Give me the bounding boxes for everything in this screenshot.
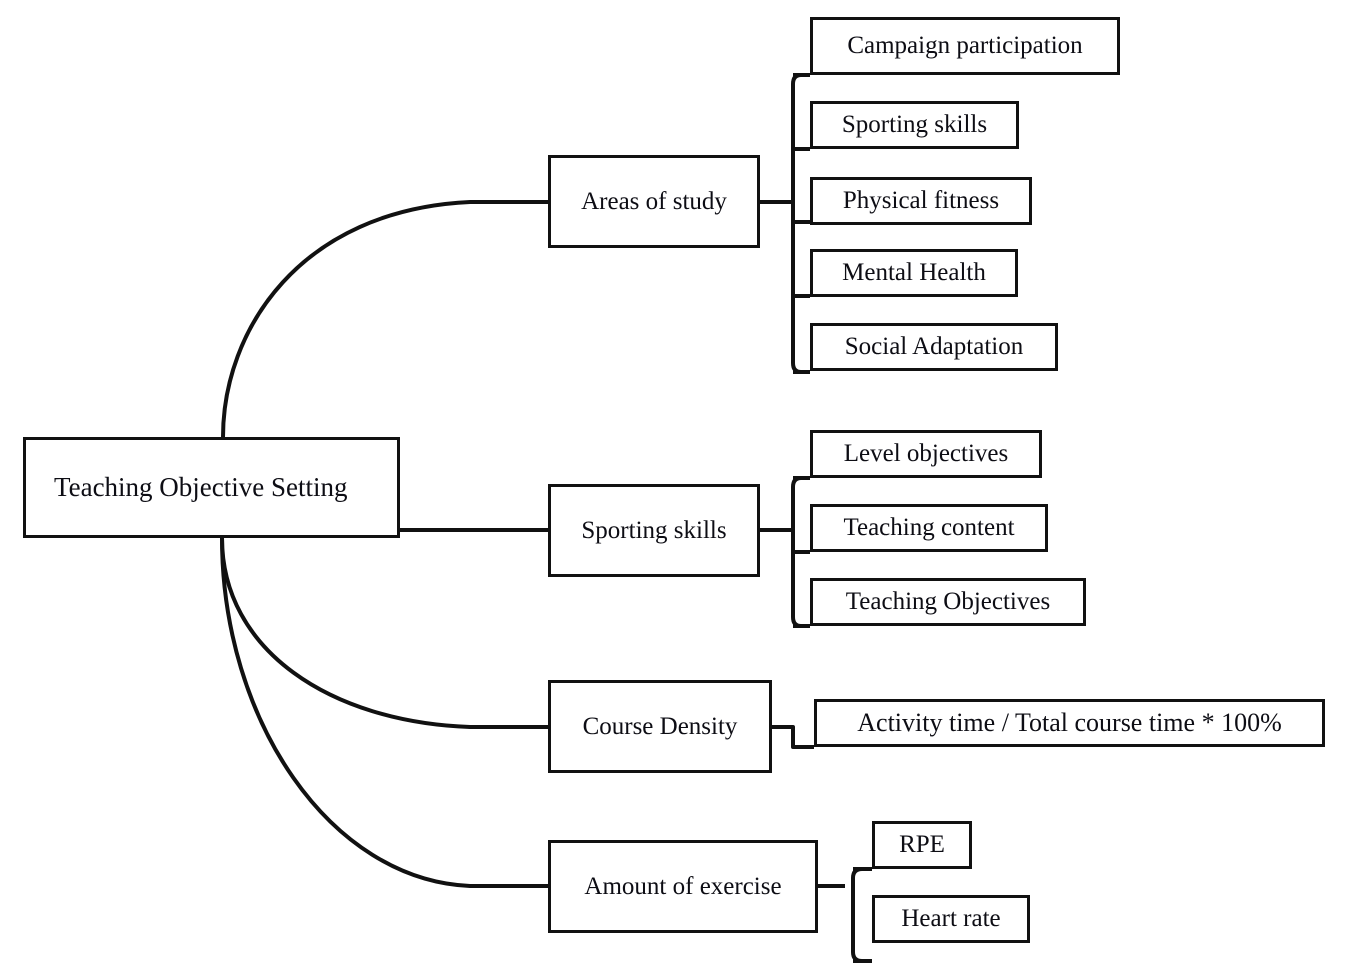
leaf-node-level-objectives[interactable]: Level objectives <box>810 430 1042 478</box>
bracket-amount-of-exercise <box>851 867 872 963</box>
root-node-teaching-objective-setting[interactable]: Teaching Objective Setting <box>23 437 400 538</box>
leaf-node-label: Social Adaptation <box>844 333 1024 360</box>
leaf-node-teaching-content[interactable]: Teaching content <box>810 504 1048 552</box>
bracket-areas-of-study <box>791 73 810 374</box>
leaf-node-sporting-skills[interactable]: Sporting skills <box>810 101 1019 149</box>
leaf-node-physical-fitness[interactable]: Physical fitness <box>810 177 1032 225</box>
leaf-node-label: Activity time / Total course time * 100% <box>857 708 1282 737</box>
leaf-node-label: Mental Health <box>842 259 986 286</box>
leaf-node-label: Campaign participation <box>847 32 1083 59</box>
edge-course-density-formula <box>772 725 814 749</box>
leaf-node-label: Sporting skills <box>841 111 988 138</box>
leaf-node-label: Physical fitness <box>842 187 1000 214</box>
branch-node-label: Course Density <box>582 712 738 740</box>
branch-node-label: Sporting skills <box>581 516 727 544</box>
branch-node-areas-of-study[interactable]: Areas of study <box>548 155 760 248</box>
branch-node-course-density[interactable]: Course Density <box>548 680 772 773</box>
leaf-node-label: Teaching Objectives <box>845 588 1051 615</box>
leaf-node-teaching-objectives[interactable]: Teaching Objectives <box>810 578 1086 626</box>
root-node-label: Teaching Objective Setting <box>54 472 348 502</box>
branch-node-label: Amount of exercise <box>584 872 782 900</box>
leaf-node-mental-health[interactable]: Mental Health <box>810 249 1018 297</box>
leaf-node-label: RPE <box>899 831 945 858</box>
leaf-node-campaign-participation[interactable]: Campaign participation <box>810 17 1120 75</box>
leaf-node-label: Level objectives <box>843 440 1009 467</box>
leaf-node-rpe[interactable]: RPE <box>872 821 972 869</box>
leaf-node-heart-rate[interactable]: Heart rate <box>872 895 1030 943</box>
branch-node-sporting-skills[interactable]: Sporting skills <box>548 484 760 577</box>
edge-root-areas-of-study <box>221 200 548 438</box>
leaf-node-label: Heart rate <box>901 905 1001 932</box>
leaf-node-label: Teaching content <box>843 514 1015 541</box>
leaf-node-social-adaptation[interactable]: Social Adaptation <box>810 323 1058 371</box>
edge-root-course-density <box>220 537 548 729</box>
branch-node-amount-of-exercise[interactable]: Amount of exercise <box>548 840 818 933</box>
edge-root-amount-of-exercise <box>220 537 548 888</box>
leaf-node-course-density-formula[interactable]: Activity time / Total course time * 100% <box>814 699 1325 747</box>
bracket-sporting-skills <box>791 476 810 628</box>
branch-node-label: Areas of study <box>581 187 727 215</box>
